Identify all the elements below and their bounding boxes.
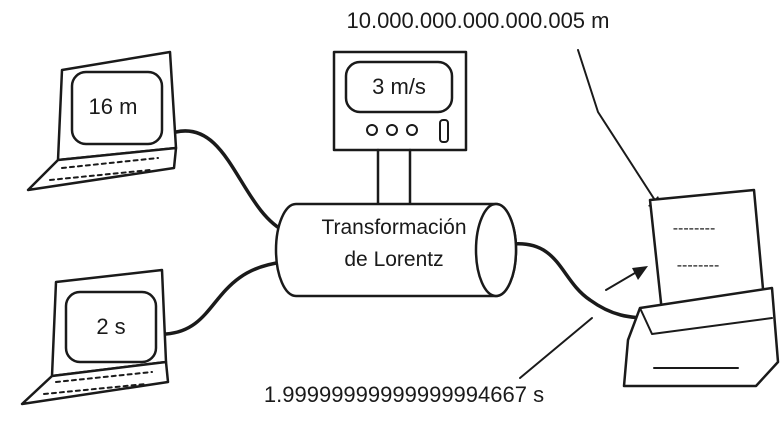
- speed-device-display-text: 3 m/s: [372, 74, 426, 99]
- laptop-top-display: [70, 70, 164, 146]
- printer-top-edge: [639, 307, 773, 335]
- top-result-label: 10.000.000.000.000.005 m: [346, 8, 609, 33]
- transformer-end-cap: [474, 202, 518, 298]
- speed-device-knob-2: [386, 124, 398, 136]
- laptop-bottom-display: [64, 290, 158, 364]
- laptop-top: 16 m: [26, 50, 178, 192]
- bottom-callout-line: [519, 317, 593, 379]
- speed-device-display: [344, 60, 454, 114]
- laptop-top-display-text: 16 m: [89, 94, 138, 119]
- printer: -------- --------: [622, 188, 780, 388]
- laptop-bottom: 2 s: [20, 268, 170, 406]
- printer-paper-line-2: --------: [677, 257, 720, 274]
- bottom-callout-line-upper: [605, 269, 641, 291]
- laptop-bottom-keys-row-2: [43, 383, 147, 395]
- printer-body: [622, 286, 780, 388]
- laptop-bottom-keyboard: [20, 360, 170, 406]
- laptop-top-keys-row-2: [49, 169, 151, 181]
- cable-to-printer: [510, 242, 652, 320]
- laptop-bottom-keys-row-1: [55, 371, 153, 383]
- bottom-result-label: 1.99999999999999994667 s: [264, 382, 544, 407]
- transformer-label-line2: de Lorentz: [344, 248, 443, 271]
- bottom-callout-arrowhead: [632, 266, 648, 280]
- transformer-label-line1: Transformación: [321, 216, 466, 239]
- cable-bottom-laptop: [164, 260, 286, 336]
- top-callout-line: [577, 49, 661, 209]
- speed-device-knob-3: [406, 124, 418, 136]
- laptop-top-keyboard: [26, 146, 178, 192]
- lorentz-transformer: Transformación de Lorentz: [274, 202, 518, 298]
- laptop-bottom-display-text: 2 s: [96, 314, 125, 339]
- printer-paper-line-1: --------: [673, 220, 716, 237]
- speed-device-knob-1: [366, 124, 378, 136]
- cable-top-laptop: [174, 129, 288, 234]
- speed-device: 3 m/s: [332, 50, 468, 206]
- speed-device-vent: [439, 119, 449, 143]
- laptop-top-keys-row-1: [61, 157, 159, 169]
